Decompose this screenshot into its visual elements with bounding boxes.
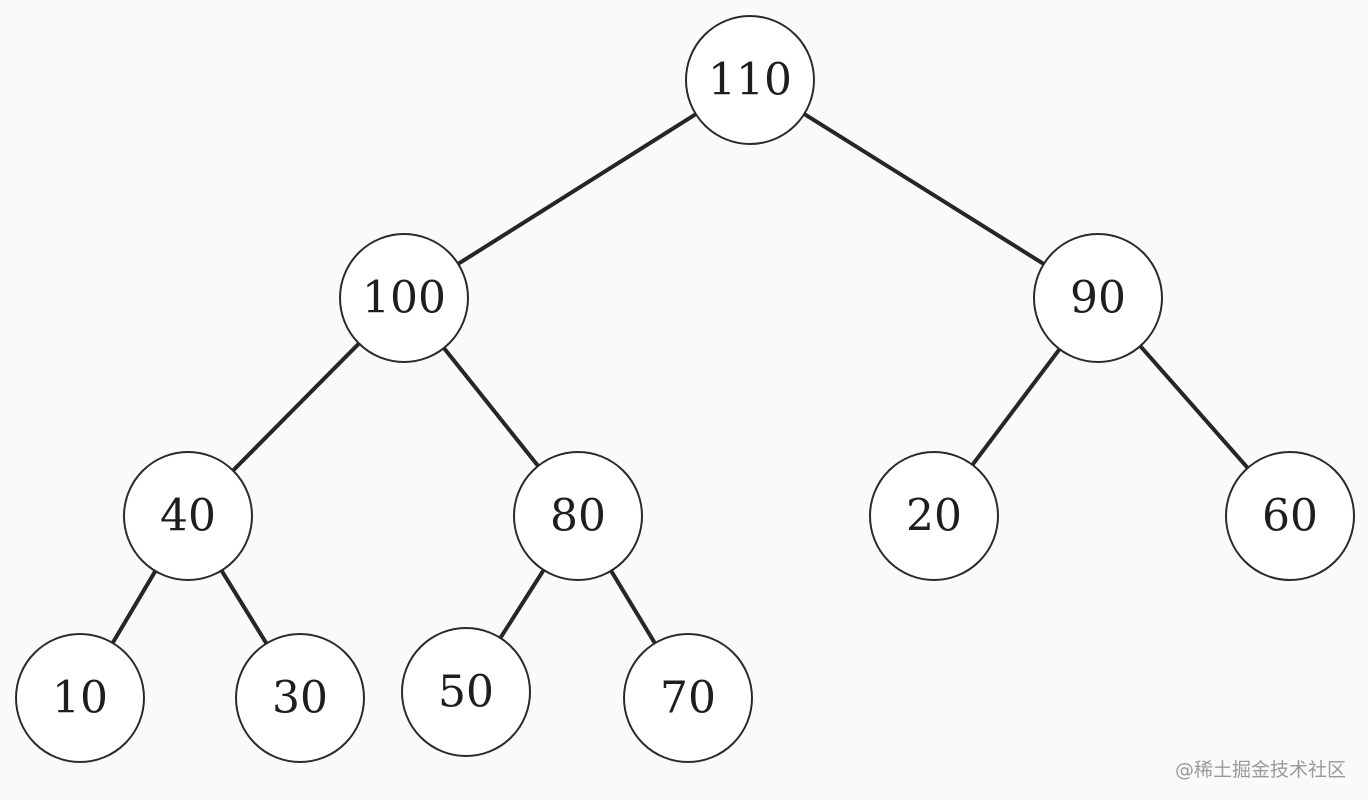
node-circle [869, 451, 999, 581]
node-circle [15, 633, 145, 763]
edge-110-100 [454, 111, 700, 267]
edge-40-10 [109, 567, 159, 647]
node-label: 40 [160, 491, 216, 542]
node-label: 30 [272, 673, 328, 724]
tree-edges [109, 110, 1252, 648]
edge-40-30 [218, 566, 270, 648]
tree-node-80: 80 [513, 451, 643, 581]
node-circle [623, 633, 753, 763]
tree-node-100: 100 [339, 233, 469, 363]
node-circle [1033, 233, 1163, 363]
tree-node-30: 30 [235, 633, 365, 763]
node-label: 60 [1262, 491, 1318, 542]
node-circle [685, 15, 815, 145]
node-label: 70 [660, 673, 716, 724]
node-label: 90 [1070, 273, 1126, 324]
node-label: 20 [906, 491, 962, 542]
edge-80-50 [497, 566, 547, 642]
edge-100-40 [229, 340, 363, 474]
tree-node-60: 60 [1225, 451, 1355, 581]
node-label: 50 [438, 667, 494, 718]
node-label: 10 [52, 673, 108, 724]
edge-100-80 [440, 344, 542, 470]
tree-nodes: 110 100 90 40 80 20 60 10 30 50 70 [15, 15, 1355, 763]
tree-node-10: 10 [15, 633, 145, 763]
edge-90-20 [969, 345, 1063, 469]
tree-node-90: 90 [1033, 233, 1163, 363]
node-circle [513, 451, 643, 581]
tree-node-40: 40 [123, 451, 253, 581]
tree-node-20: 20 [869, 451, 999, 581]
tree-node-50: 50 [401, 627, 531, 757]
node-circle [339, 233, 469, 363]
tree-node-110: 110 [685, 15, 815, 145]
node-circle [1225, 451, 1355, 581]
edge-90-60 [1136, 342, 1252, 472]
edge-110-90 [800, 110, 1048, 268]
node-label: 80 [550, 491, 606, 542]
node-circle [123, 451, 253, 581]
watermark: @稀土掘金技术社区 [1174, 759, 1346, 781]
node-label: 110 [708, 55, 792, 106]
tree-node-70: 70 [623, 633, 753, 763]
edge-80-70 [608, 567, 658, 647]
node-label: 100 [362, 273, 446, 324]
node-circle [235, 633, 365, 763]
node-circle [401, 627, 531, 757]
